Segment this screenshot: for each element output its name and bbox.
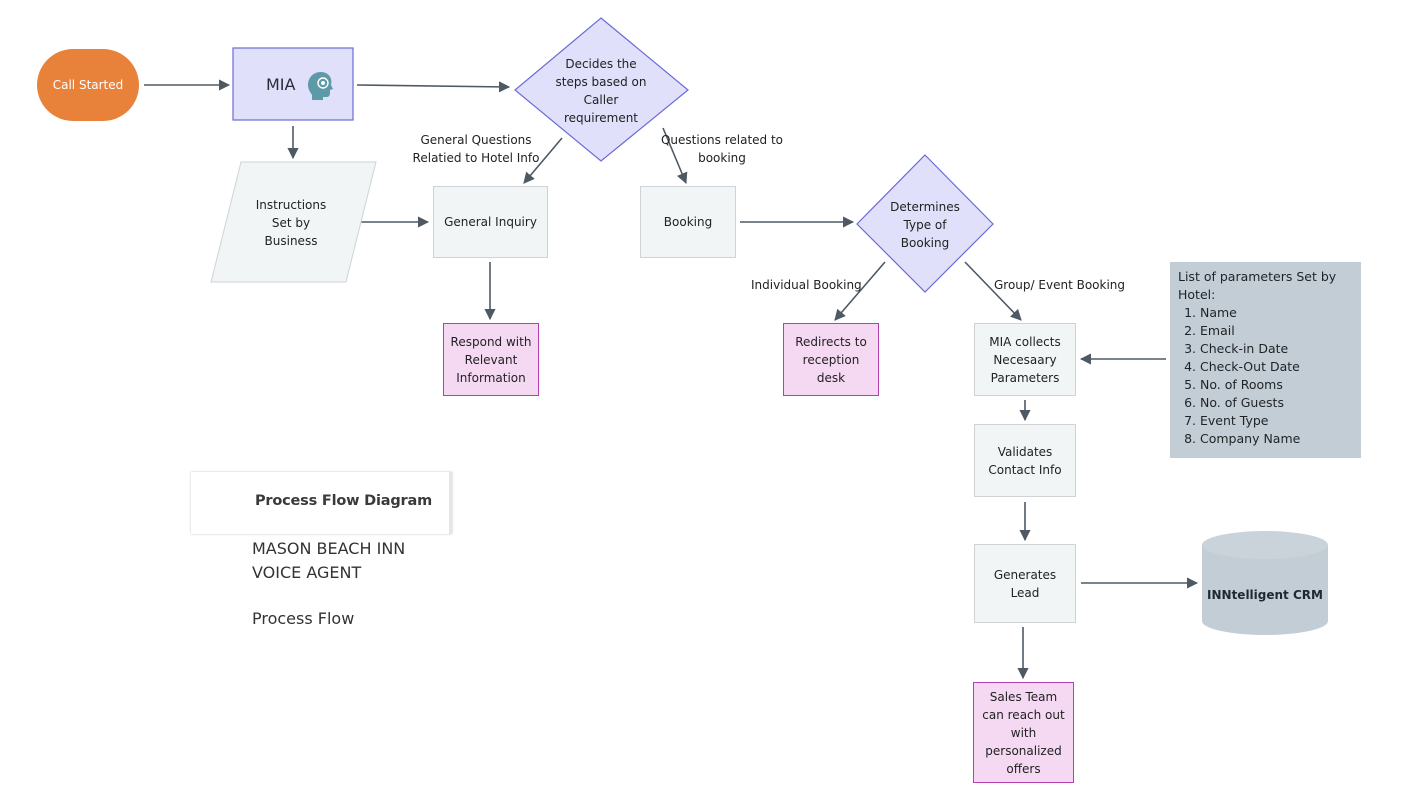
title-line-2: VOICE AGENT bbox=[252, 563, 362, 582]
legend-badge: Process Flow Diagram bbox=[191, 472, 452, 534]
redirects-node: Redirects to reception desk bbox=[783, 323, 879, 396]
sales-node: Sales Team can reach out with personaliz… bbox=[973, 682, 1074, 783]
edge-label-general-questions: General Questions Relatied to Hotel Info bbox=[412, 133, 540, 165]
edge-label-individual: Individual Booking bbox=[751, 278, 862, 292]
parameter-item: Event Type bbox=[1200, 412, 1353, 430]
parameter-item: Check-in Date bbox=[1200, 340, 1353, 358]
edge-label-group: Group/ Event Booking bbox=[994, 278, 1126, 292]
parameter-item: No. of Rooms bbox=[1200, 376, 1353, 394]
start-node bbox=[37, 49, 139, 121]
determines-label: Determines Type of Booking bbox=[890, 200, 960, 250]
parameters-list-box: List of parameters Set by Hotel: Name Em… bbox=[1170, 262, 1361, 458]
title-line-1: MASON BEACH INN bbox=[252, 539, 406, 558]
mia-node bbox=[232, 47, 354, 121]
arrow-decides-to-inquiry bbox=[523, 137, 563, 184]
instructions-parallelogram bbox=[210, 161, 377, 283]
arrow-determines-to-redirects bbox=[834, 261, 886, 321]
parameter-item: No. of Guests bbox=[1200, 394, 1353, 412]
general-inquiry-node: General Inquiry bbox=[433, 186, 548, 258]
parameter-item: Check-Out Date bbox=[1200, 358, 1353, 376]
validates-node: Validates Contact Info bbox=[974, 424, 1076, 497]
title-line-3: Process Flow bbox=[252, 609, 355, 628]
arrow-decides-to-booking bbox=[662, 127, 688, 185]
parameters-list: Name Email Check-in Date Check-Out Date … bbox=[1178, 304, 1353, 448]
instructions-label: Instructions Set by Business bbox=[255, 198, 327, 248]
arrow-mia-to-decides bbox=[356, 81, 511, 93]
crm-cylinder bbox=[1202, 531, 1328, 635]
generates-node: Generates Lead bbox=[974, 544, 1076, 623]
mia-collects-node: MIA collects Necesaary Parameters bbox=[974, 323, 1076, 396]
decides-diamond bbox=[514, 17, 689, 162]
arrow-determines-to-collects bbox=[964, 261, 1022, 321]
legend-label: Process Flow Diagram bbox=[255, 493, 432, 509]
respond-node: Respond with Relevant Information bbox=[443, 323, 539, 396]
decides-label: Decides the steps based on Caller requir… bbox=[555, 57, 647, 125]
parameters-heading: List of parameters Set by Hotel: bbox=[1178, 269, 1337, 302]
booking-node: Booking bbox=[640, 186, 736, 258]
parameter-item: Name bbox=[1200, 304, 1353, 322]
call-started-label: Call Started bbox=[52, 78, 124, 92]
parameter-item: Company Name bbox=[1200, 430, 1353, 448]
mia-label: MIA bbox=[266, 75, 296, 94]
parameter-item: Email bbox=[1200, 322, 1353, 340]
ai-head-icon bbox=[308, 72, 333, 100]
edge-label-questions-booking: Questions related to booking bbox=[660, 133, 784, 165]
determines-diamond bbox=[856, 154, 994, 293]
crm-label: INNtelligent CRM bbox=[1207, 588, 1323, 602]
